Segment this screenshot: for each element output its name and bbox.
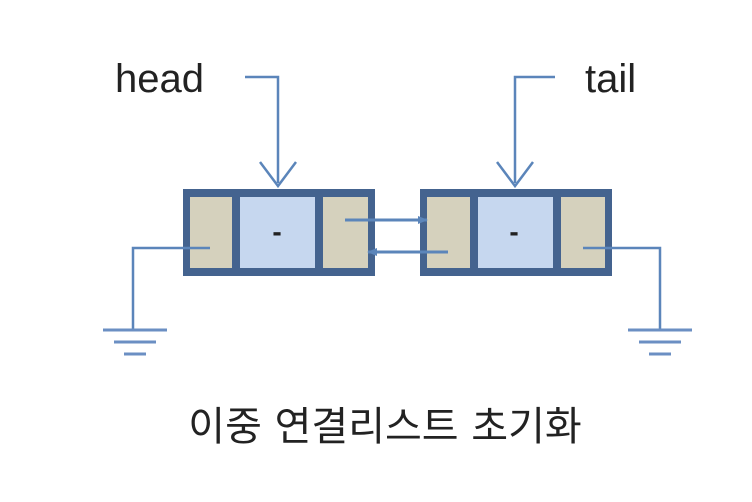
node-2: - — [420, 189, 612, 276]
tail-pointer-arrow — [513, 75, 555, 183]
tail-label: tail — [585, 57, 636, 101]
ground-symbol-icon — [103, 328, 167, 356]
head-label: head — [115, 57, 204, 101]
head-prev-null-line — [131, 246, 210, 330]
node-2-data-field — [478, 197, 553, 268]
tail-next-null-line — [583, 246, 662, 330]
node-1: - — [183, 189, 375, 276]
node-2-prev-field — [427, 197, 470, 268]
head-pointer-arrowhead — [259, 161, 297, 189]
ground-symbol-icon — [628, 328, 692, 356]
node-2-data-value: - — [509, 216, 518, 247]
node-1-next-field — [323, 197, 368, 268]
tail-pointer-arrowhead — [496, 161, 534, 189]
node-1-prev-field — [190, 197, 232, 268]
node-1-data-value: - — [272, 216, 281, 247]
diagram-caption: 이중 연결리스트 초기화 — [188, 404, 581, 450]
node-1-data-field — [240, 197, 315, 268]
node-2-next-field — [561, 197, 605, 268]
head-pointer-arrow — [245, 75, 280, 183]
